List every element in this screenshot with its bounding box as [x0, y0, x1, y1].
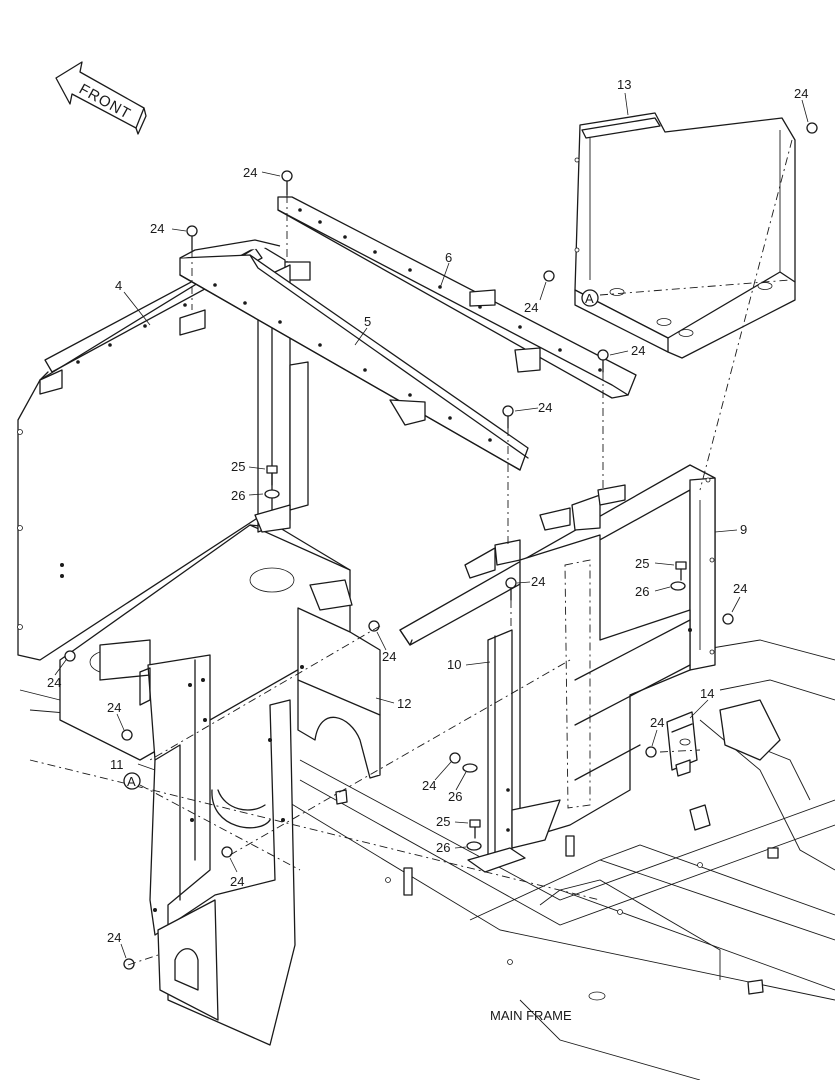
callout: 26: [231, 488, 245, 503]
callout-labels: 13 24 24 24 6 4 5 24 24 24 25 26 9 25 26…: [47, 77, 808, 945]
callout: 26: [635, 584, 649, 599]
washer-26-icon: [466, 841, 482, 851]
callout: 24: [107, 930, 121, 945]
callout: 24: [794, 86, 808, 101]
bolt-24-icon: [123, 958, 135, 970]
vertical-post: [254, 264, 309, 533]
part-13-cover: [574, 112, 796, 359]
bolt-24-icon: [597, 349, 609, 373]
callout: 24: [733, 581, 747, 596]
callout: 11: [110, 757, 124, 772]
bolt-24-icon: [502, 405, 514, 429]
bolt-24-icon: [121, 729, 133, 741]
bolt-24-icon: [645, 746, 657, 758]
callout: 24: [531, 574, 545, 589]
callout: 25: [635, 556, 649, 571]
bolt-24-icon: [449, 752, 461, 764]
callout: 24: [631, 343, 645, 358]
svg-text:A: A: [585, 291, 594, 306]
callout: 6: [445, 250, 452, 265]
callout: 12: [397, 696, 411, 711]
callout: 24: [524, 300, 538, 315]
callout: 9: [740, 522, 747, 537]
bolt-24-icon: [806, 122, 818, 134]
callout: 10: [447, 657, 461, 672]
callout: 24: [650, 715, 664, 730]
callout: 24: [538, 400, 552, 415]
right-panel: [519, 534, 692, 841]
washer-26-icon: [264, 489, 280, 499]
leader-lines: [54, 92, 809, 959]
part-11-bracket: [139, 654, 296, 1046]
main-frame: MAIN FRAME: [19, 639, 835, 1080]
view-marker-a-bottom: A: [123, 772, 141, 790]
svg-text:A: A: [127, 774, 136, 789]
bolt-24-icon: [221, 846, 233, 858]
callout: 26: [436, 840, 450, 855]
bolt-24-icon: [281, 170, 293, 196]
callout: 5: [364, 314, 371, 329]
part-12-plate: [297, 607, 381, 779]
callout: 24: [230, 874, 244, 889]
callout: 13: [617, 77, 631, 92]
front-arrow: FRONT: [55, 61, 147, 135]
callout: 25: [231, 459, 245, 474]
callout: 4: [115, 278, 122, 293]
washer-26-icon: [462, 763, 478, 773]
callout: 14: [700, 686, 714, 701]
callout: 24: [150, 221, 164, 236]
part-4-panel: [17, 244, 286, 661]
callout: 24: [382, 649, 396, 664]
part-9-frame: [399, 464, 716, 671]
bolt-24-icon: [186, 225, 198, 251]
washer-26-icon: [670, 581, 686, 591]
bolt-25-icon: [266, 465, 278, 486]
bolt-24-icon: [722, 613, 734, 625]
view-marker-a-top: A: [581, 289, 599, 307]
callout: 26: [448, 789, 462, 804]
part-5-rail: [179, 239, 529, 471]
part-14-clip: [666, 711, 698, 777]
bolt-25-icon: [469, 819, 481, 839]
bolt-24-icon: [505, 577, 517, 601]
part-10-bracket: [467, 629, 561, 873]
callout: 25: [436, 814, 450, 829]
callout: 24: [422, 778, 436, 793]
part-6-rail: [277, 196, 637, 399]
callout: 24: [243, 165, 257, 180]
callout: 24: [107, 700, 121, 715]
bolt-24-icon: [64, 650, 76, 662]
bolt-25-icon: [675, 561, 687, 581]
bolt-24-icon: [543, 270, 555, 282]
main-frame-label: MAIN FRAME: [490, 1008, 572, 1023]
callout: 24: [47, 675, 61, 690]
